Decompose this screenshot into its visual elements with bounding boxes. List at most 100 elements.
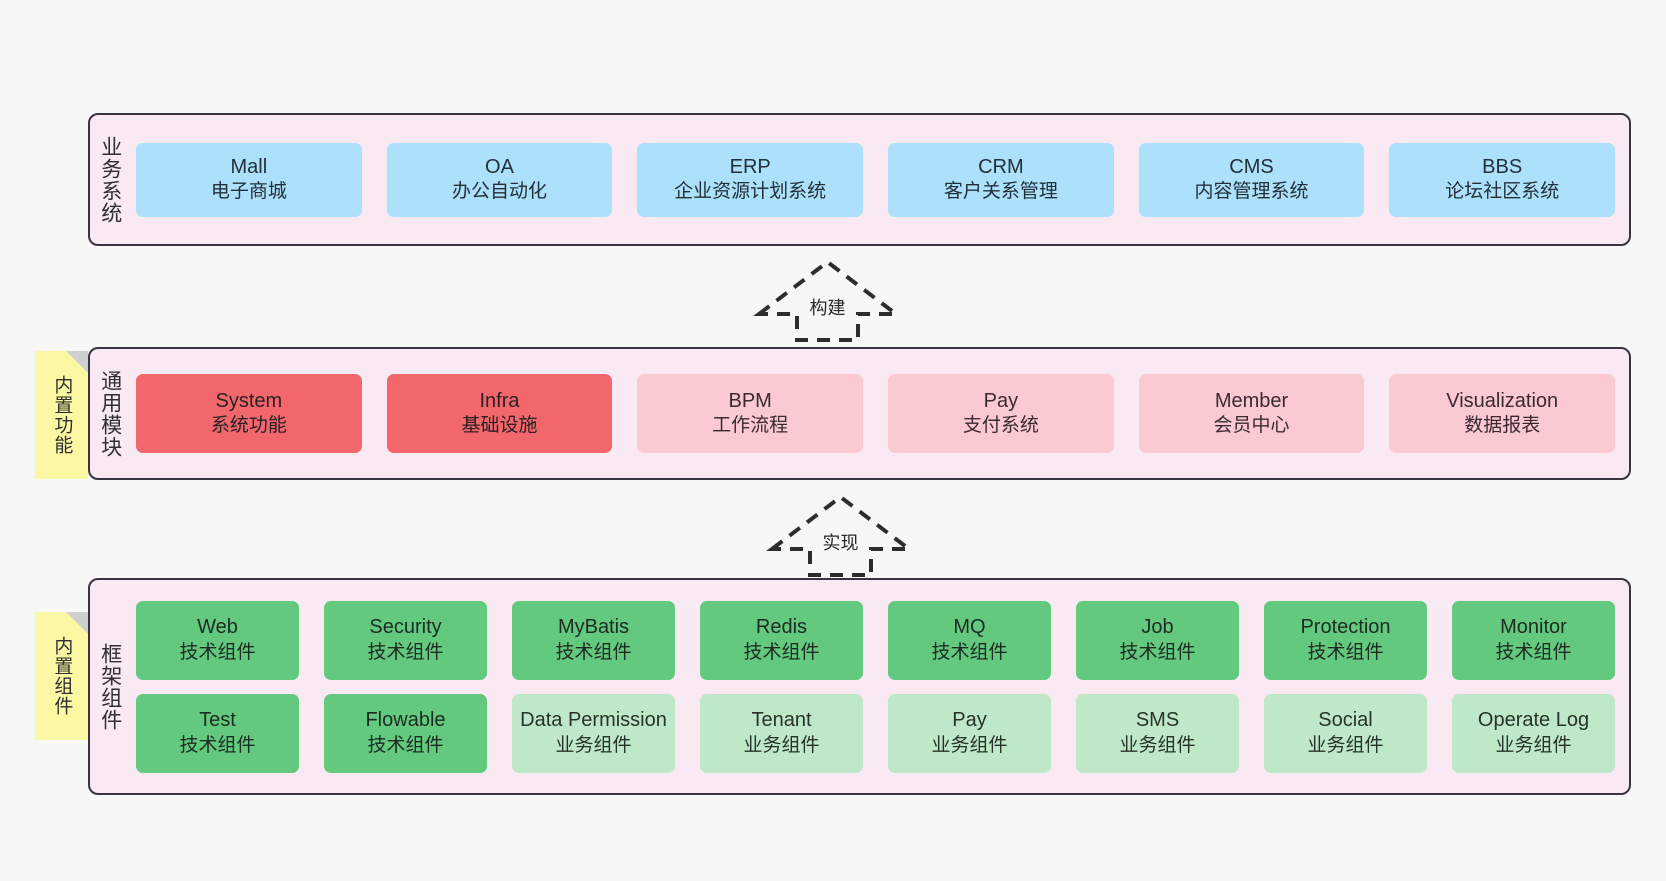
connector-build-label: 构建 [809, 298, 846, 318]
card-infra[interactable]: Infra 基础设施 [386, 374, 613, 453]
card-pay-component[interactable]: Pay 业务组件 [888, 693, 1051, 773]
card-title-en: MQ [953, 616, 986, 639]
card-title-en: System [215, 389, 283, 412]
card-title-en: BBS [1482, 155, 1523, 178]
connector-implement-label: 实现 [822, 533, 859, 553]
card-title-en: Redis [755, 616, 808, 639]
card-title-en: Web [197, 616, 238, 639]
card-title-en: Pay [952, 709, 987, 732]
card-flowable[interactable]: Flowable 技术组件 [324, 693, 487, 773]
card-tenant[interactable]: Tenant 业务组件 [700, 693, 863, 773]
card-mq[interactable]: MQ 技术组件 [888, 600, 1051, 680]
card-title-cn: 会员中心 [1213, 415, 1290, 437]
card-security[interactable]: Security 技术组件 [324, 600, 487, 680]
dashed-up-arrow-icon [766, 494, 915, 577]
dashed-up-arrow-icon [753, 259, 902, 342]
card-row-business: Mall 电子商城 OA 办公自动化 ERP 企业资源计划系统 CRM 客户关系… [136, 142, 1616, 217]
card-mybatis[interactable]: MyBatis 技术组件 [512, 600, 675, 680]
card-title-en: Protection [1300, 616, 1391, 639]
card-title-en: BPM [728, 389, 772, 412]
connector-build-arrow: 构建 [753, 258, 902, 342]
card-monitor[interactable]: Monitor 技术组件 [1452, 600, 1615, 680]
card-row-framework-tech: Web 技术组件 Security 技术组件 MyBatis 技术组件 Redi… [136, 600, 1615, 680]
card-title-cn: 论坛社区系统 [1445, 181, 1560, 203]
card-title-cn: 数据报表 [1464, 415, 1541, 437]
card-title-cn: 技术组件 [367, 734, 444, 756]
layer-title-framework: 框架组件 [98, 642, 122, 731]
card-title-cn: 业务组件 [1495, 734, 1572, 756]
card-title-en: Security [369, 616, 442, 639]
layer-body-framework: Web 技术组件 Security 技术组件 MyBatis 技术组件 Redi… [130, 580, 1629, 793]
layer-common-modules: 通用模块 System 系统功能 Infra 基础设施 BPM 工作流程 Pay [88, 347, 1631, 480]
card-title-en: Visualization [1446, 389, 1559, 412]
card-title-cn: 电子商城 [210, 181, 287, 203]
card-crm[interactable]: CRM 客户关系管理 [888, 142, 1114, 217]
card-social[interactable]: Social 业务组件 [1264, 693, 1427, 773]
card-title-en: OA [485, 155, 514, 178]
card-title-cn: 技术组件 [179, 641, 256, 663]
note-fold-corner-icon [66, 612, 88, 634]
layer-framework-components: 框架组件 Web 技术组件 Security 技术组件 MyBatis 技术组件… [88, 578, 1631, 795]
card-redis[interactable]: Redis 技术组件 [700, 600, 863, 680]
card-title-cn: 办公自动化 [452, 181, 548, 203]
card-title-cn: 技术组件 [1307, 641, 1384, 663]
connector-implement-arrow: 实现 [766, 493, 915, 577]
layer-title-common: 通用模块 [98, 369, 122, 458]
card-system[interactable]: System 系统功能 [136, 374, 362, 453]
card-web[interactable]: Web 技术组件 [136, 600, 299, 680]
card-data-permission[interactable]: Data Permission 业务组件 [512, 693, 675, 773]
card-row-framework-biz: Test 技术组件 Flowable 技术组件 Data Permission … [136, 693, 1615, 773]
card-operate-log[interactable]: Operate Log 业务组件 [1452, 693, 1615, 773]
layer-body-business: Mall 电子商城 OA 办公自动化 ERP 企业资源计划系统 CRM 客户关系… [130, 115, 1629, 244]
card-title-cn: 支付系统 [962, 415, 1039, 437]
sticky-note-builtin-components: 内置组件 [35, 612, 88, 740]
card-title-en: Mall [230, 155, 268, 178]
card-title-en: Tenant [751, 709, 812, 732]
sticky-note-label: 内置功能 [51, 375, 73, 455]
card-title-cn: 业务组件 [555, 734, 632, 756]
card-title-cn: 客户关系管理 [943, 181, 1058, 203]
card-title-en: Data Permission [520, 709, 667, 732]
card-title-cn: 技术组件 [931, 641, 1008, 663]
card-erp[interactable]: ERP 企业资源计划系统 [637, 142, 864, 217]
card-title-cn: 工作流程 [712, 415, 789, 437]
card-oa[interactable]: OA 办公自动化 [386, 142, 613, 217]
card-title-cn: 技术组件 [1495, 641, 1572, 663]
card-test[interactable]: Test 技术组件 [136, 693, 299, 773]
card-protection[interactable]: Protection 技术组件 [1264, 600, 1427, 680]
card-title-cn: 基础设施 [461, 415, 538, 437]
note-fold-corner-icon [66, 351, 88, 373]
card-mall[interactable]: Mall 电子商城 [136, 142, 362, 217]
card-row-common: System 系统功能 Infra 基础设施 BPM 工作流程 Pay 支付系统… [136, 374, 1616, 453]
card-title-en: Flowable [365, 709, 446, 732]
card-title-cn: 内容管理系统 [1194, 181, 1309, 203]
card-title-cn: 技术组件 [367, 641, 444, 663]
card-cms[interactable]: CMS 内容管理系统 [1138, 142, 1365, 217]
sticky-note-builtin-features: 内置功能 [35, 351, 88, 479]
card-bbs[interactable]: BBS 论坛社区系统 [1389, 142, 1616, 217]
card-title-cn: 业务组件 [931, 734, 1008, 756]
sticky-note-label: 内置组件 [51, 636, 73, 716]
card-title-cn: 业务组件 [743, 734, 820, 756]
card-title-en: MyBatis [557, 616, 630, 639]
card-member[interactable]: Member 会员中心 [1138, 374, 1365, 453]
card-title-en: SMS [1135, 709, 1180, 732]
card-pay-module[interactable]: Pay 支付系统 [888, 374, 1114, 453]
card-title-cn: 技术组件 [179, 734, 256, 756]
card-title-cn: 业务组件 [1307, 734, 1384, 756]
card-title-en: Member [1214, 389, 1289, 412]
card-title-cn: 技术组件 [1119, 641, 1196, 663]
card-title-en: ERP [729, 155, 771, 178]
card-title-en: CRM [978, 155, 1024, 178]
card-title-en: Pay [983, 389, 1019, 412]
layer-title-business: 业务系统 [98, 135, 122, 224]
card-sms[interactable]: SMS 业务组件 [1076, 693, 1239, 773]
card-title-en: Job [1141, 616, 1174, 639]
card-title-cn: 业务组件 [1119, 734, 1196, 756]
card-job[interactable]: Job 技术组件 [1076, 600, 1239, 680]
card-title-en: Test [199, 709, 236, 732]
card-bpm[interactable]: BPM 工作流程 [637, 374, 864, 453]
card-title-cn: 技术组件 [555, 641, 632, 663]
card-visualization[interactable]: Visualization 数据报表 [1389, 374, 1616, 453]
